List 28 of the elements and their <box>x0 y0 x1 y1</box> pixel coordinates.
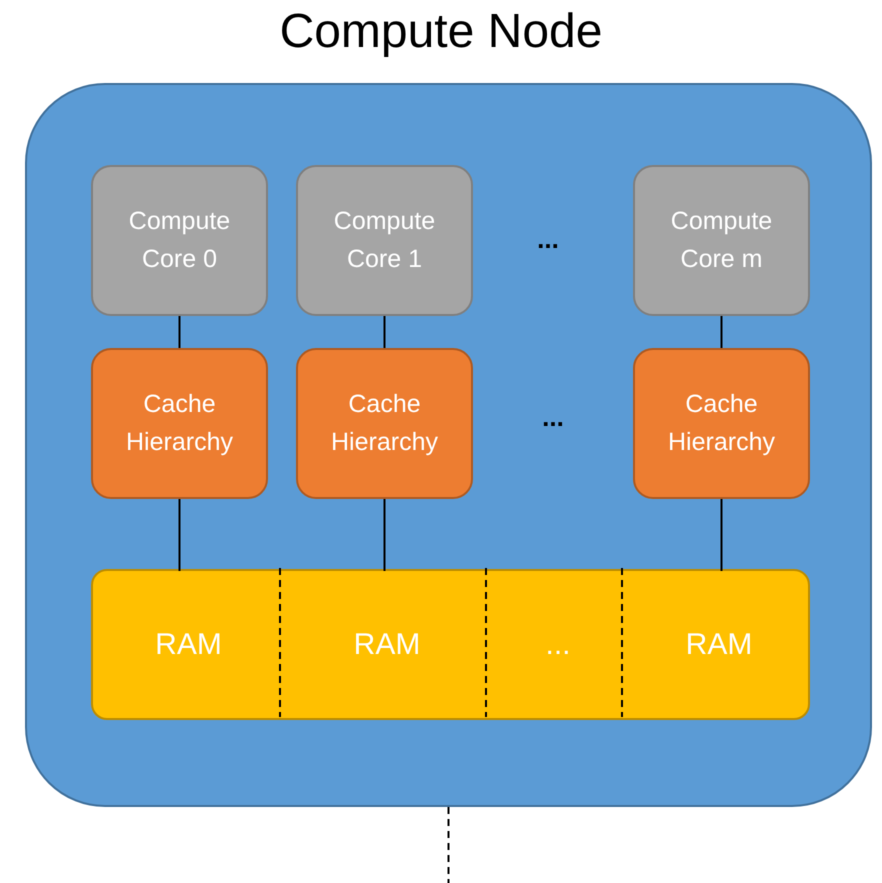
core-box <box>296 165 473 316</box>
ram-label: RAM <box>352 627 422 663</box>
ram-bar <box>91 569 810 720</box>
cache-label: Cache Hierarchy <box>125 389 234 458</box>
core-box <box>633 165 810 316</box>
connector-line <box>178 316 180 348</box>
ellipsis: ... <box>541 401 565 434</box>
ram-label: ... <box>544 627 572 663</box>
core-label: Compute Core 1 <box>332 206 436 275</box>
connector-line <box>384 316 386 348</box>
core-label: Compute Core m <box>670 206 774 275</box>
node-title: Compute Node <box>278 4 604 59</box>
core-box <box>91 165 268 316</box>
cache-label: Cache Hierarchy <box>330 389 439 458</box>
compute-node-box <box>25 83 872 807</box>
connector-line <box>384 499 386 571</box>
cache-box <box>296 348 473 499</box>
connector-line <box>178 499 180 571</box>
cache-label: Cache Hierarchy <box>667 389 776 458</box>
ram-label: RAM <box>684 627 754 663</box>
connector-line <box>448 807 450 883</box>
connector-line <box>720 499 722 571</box>
cache-box <box>633 348 810 499</box>
core-label: Compute Core 0 <box>128 206 232 275</box>
cache-box <box>91 348 268 499</box>
ram-label: RAM <box>154 627 223 663</box>
ellipsis: ... <box>536 223 560 256</box>
connector-line <box>720 316 722 348</box>
